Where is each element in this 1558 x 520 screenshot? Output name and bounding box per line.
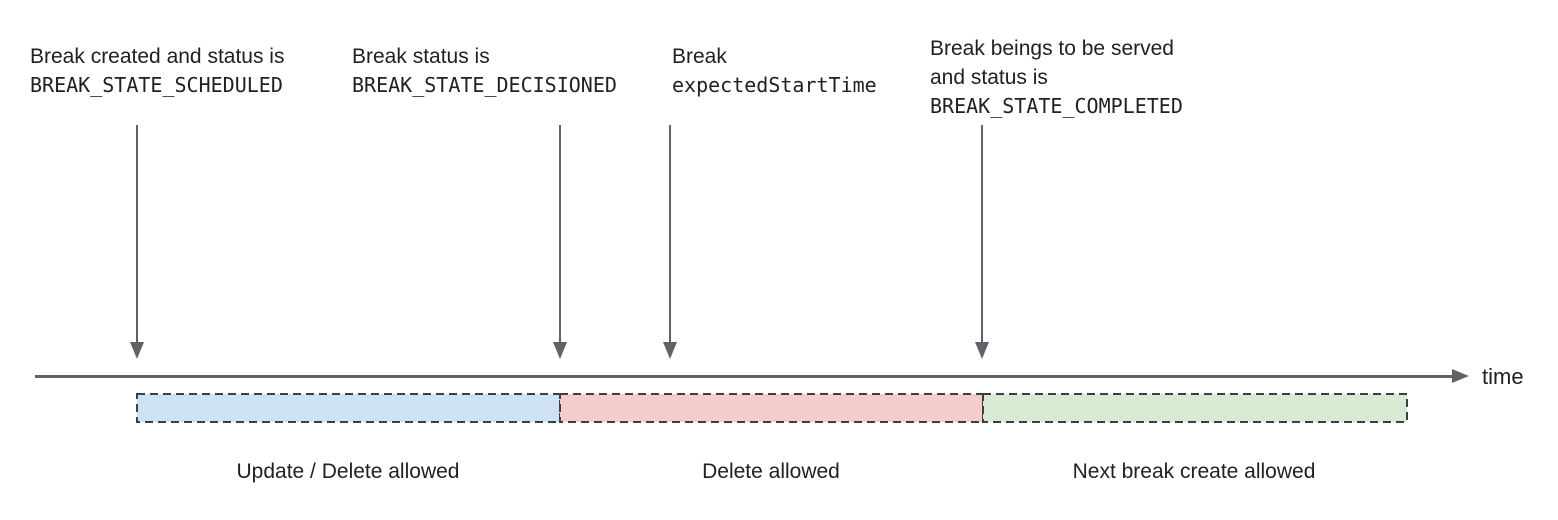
- arrow-down-icon: [975, 342, 989, 359]
- arrow-down-icon: [130, 342, 144, 359]
- annotation-code: BREAK_STATE_DECISIONED: [352, 73, 617, 97]
- segment-next-break-create-allowed: [982, 393, 1408, 423]
- segment-update-delete-allowed: [136, 393, 561, 423]
- arrow-line: [559, 125, 561, 343]
- time-axis-label: time: [1482, 364, 1524, 389]
- event-arrow-completed: [974, 125, 990, 359]
- segment-label-update-delete: Update / Delete allowed: [236, 460, 460, 483]
- allowance-segments: [136, 393, 1408, 423]
- annotation-text: Break status is: [352, 45, 490, 68]
- annotation-code: BREAK_STATE_SCHEDULED: [30, 73, 283, 97]
- arrow-down-icon: [663, 342, 677, 359]
- annotation-text: Break: [672, 45, 727, 68]
- segment-label-delete: Delete allowed: [702, 460, 840, 483]
- segment-delete-allowed: [559, 393, 984, 423]
- event-arrow-decisioned: [552, 125, 568, 359]
- annotation-code: expectedStartTime: [672, 73, 877, 97]
- time-axis-line: [35, 375, 1455, 378]
- annotation-code: BREAK_STATE_COMPLETED: [930, 94, 1183, 118]
- annotation-expected-start-time: Break expectedStartTime: [672, 42, 877, 100]
- annotation-text: Break created and status is: [30, 45, 285, 68]
- annotation-text: and status is: [930, 66, 1048, 89]
- annotation-break-decisioned: Break status is BREAK_STATE_DECISIONED: [352, 42, 617, 100]
- annotation-break-scheduled: Break created and status is BREAK_STATE_…: [30, 42, 284, 100]
- arrow-down-icon: [553, 342, 567, 359]
- event-arrow-scheduled: [129, 125, 145, 359]
- arrow-line: [136, 125, 138, 343]
- annotation-break-completed: Break beings to be served and status is …: [930, 34, 1183, 121]
- segment-label-next-break: Next break create allowed: [1072, 460, 1316, 483]
- arrow-line: [669, 125, 671, 343]
- annotation-text: Break beings to be served: [930, 37, 1174, 60]
- arrow-line: [981, 125, 983, 343]
- arrow-right-icon: [1452, 369, 1469, 383]
- event-arrow-expected-start: [662, 125, 678, 359]
